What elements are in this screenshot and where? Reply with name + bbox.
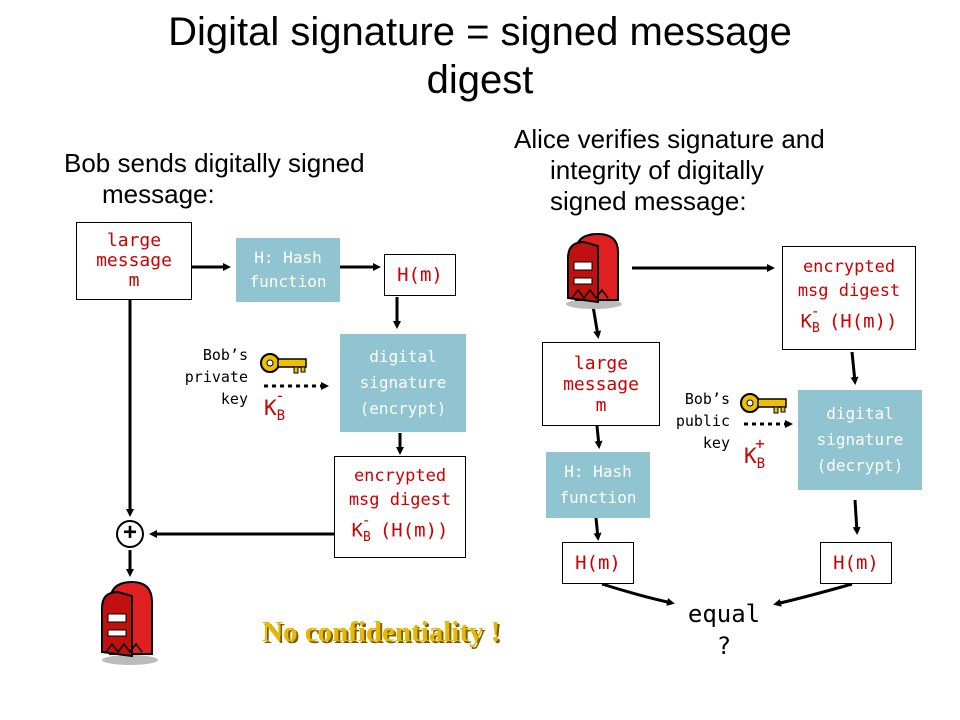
decrypt-line-3: (decrypt) (816, 456, 904, 475)
arrow-hash-to-hm-right (593, 517, 602, 541)
public-key-label-line-1: Bob’s (684, 390, 730, 408)
large-message-box-left: large message m (76, 222, 192, 300)
hm-box-right-left: H(m) (562, 542, 634, 584)
arrow-hm-to-equal-left (601, 582, 675, 606)
encrypted-formula-sup: - (361, 510, 371, 529)
signature-line-3: (encrypt) (359, 399, 447, 418)
private-key-k: K (264, 396, 277, 420)
public-key-k: K (744, 444, 757, 468)
arrow-signature-to-hm-right (852, 499, 861, 535)
private-key-label-line-2: private (184, 368, 248, 386)
arrow-message-to-hash-right (594, 425, 603, 449)
public-key-icon (740, 393, 787, 414)
large-message-line-1: large (106, 230, 162, 251)
private-key-label: Bob’s private key (150, 344, 248, 410)
hm-box-right-right: H(m) (820, 542, 892, 584)
title-line-1: Digital signature = signed message (168, 10, 792, 54)
encrypted-line-2: msg digest (348, 489, 452, 510)
large-message-line-3: m (128, 270, 140, 291)
encrypted-formula-sub: B (362, 530, 371, 546)
private-key-sub: B (276, 408, 286, 425)
large-message-line-2: message (96, 250, 172, 271)
encrypted-right-sup: - (810, 301, 820, 320)
encrypted-digest-box-left: encrypted msg digest KB-(H(m)) (334, 456, 466, 558)
private-key-label-line-3: key (220, 390, 248, 408)
slide-title: Digital signature = signed message diges… (0, 8, 960, 104)
hash-function-box-right: H: Hash function (546, 452, 650, 518)
question-mark-text: ? (716, 632, 732, 660)
large-message-right-line-3: m (595, 394, 607, 416)
encrypted-right-body: (H(m)) (828, 310, 898, 333)
combine-plus-icon: + (116, 520, 144, 548)
hash-function-box-left: H: Hash function (236, 238, 340, 302)
plus-text: + (122, 519, 137, 546)
equal-question: equal ? (676, 598, 772, 662)
hash-function-line-1: H: Hash (254, 248, 322, 267)
private-key-label-line-1: Bob’s (202, 346, 248, 364)
hash-right-line-1: H: Hash (564, 462, 632, 481)
large-message-right-line-2: message (563, 373, 639, 395)
private-key-icon (260, 353, 307, 374)
bob-heading: Bob sends digitally signed message: (64, 148, 365, 210)
signature-line-2: signature (359, 373, 447, 392)
public-key-label-line-2: public (675, 412, 730, 430)
encrypted-formula-body: (H(m)) (379, 519, 449, 542)
large-message-right-line-1: large (573, 352, 629, 374)
hash-function-line-2: function (249, 272, 327, 291)
encrypted-formula-left: KB-(H(m)) (351, 510, 449, 550)
encrypted-formula-k: K (351, 519, 363, 542)
alice-heading-line-2: integrity of digitally (550, 155, 764, 185)
bob-heading-line-2: message: (102, 179, 215, 209)
encrypted-right-sub: B (811, 321, 820, 337)
decrypt-line-1: digital (826, 404, 894, 423)
encrypted-line-1: encrypted (353, 465, 447, 486)
public-key-sub: B (756, 456, 766, 473)
public-key-symbol: KB + (744, 434, 775, 473)
arrow-encrypted-to-signature (850, 351, 859, 385)
alice-heading-line-3: signed message: (550, 186, 747, 216)
hm-text-left: H(m) (397, 264, 443, 286)
encrypted-right-k: K (800, 310, 812, 333)
signature-line-1: digital (369, 347, 437, 366)
public-key-label: Bob’s public key (640, 388, 730, 454)
hm-box-left: H(m) (384, 254, 456, 296)
title-line-2: digest (426, 58, 534, 102)
private-key-sup: - (275, 386, 285, 405)
digital-signature-decrypt-box: digital signature (decrypt) (798, 390, 922, 490)
encrypted-digest-box-right: encrypted msg digest KB-(H(m)) (782, 246, 916, 350)
public-key-sup: + (755, 434, 765, 453)
encrypted-formula-right: KB-(H(m)) (800, 301, 898, 341)
private-key-symbol: KB - (264, 386, 295, 425)
alice-heading-line-1: Alice verifies signature and (514, 124, 825, 154)
equal-text: equal (687, 600, 761, 628)
no-confidentiality-label: No confidentiality ! (262, 616, 501, 648)
encrypted-right-line-1: encrypted (802, 256, 896, 277)
arrow-hm-to-equal-right (773, 582, 853, 607)
alice-heading: Alice verifies signature and integrity o… (514, 124, 825, 217)
mailbox-icon-left (101, 580, 158, 665)
hm-right-left-text: H(m) (575, 552, 621, 574)
digital-signature-encrypt-box: digital signature (encrypt) (340, 334, 466, 432)
public-key-label-line-3: key (702, 434, 730, 452)
hm-right-right-text: H(m) (833, 552, 879, 574)
mailbox-icon-right (566, 232, 622, 309)
encrypted-right-line-2: msg digest (797, 280, 901, 301)
large-message-box-right: large message m (542, 342, 660, 426)
bob-heading-line-1: Bob sends digitally signed (64, 148, 365, 178)
decrypt-line-2: signature (816, 430, 904, 449)
hash-right-line-2: function (559, 488, 637, 507)
